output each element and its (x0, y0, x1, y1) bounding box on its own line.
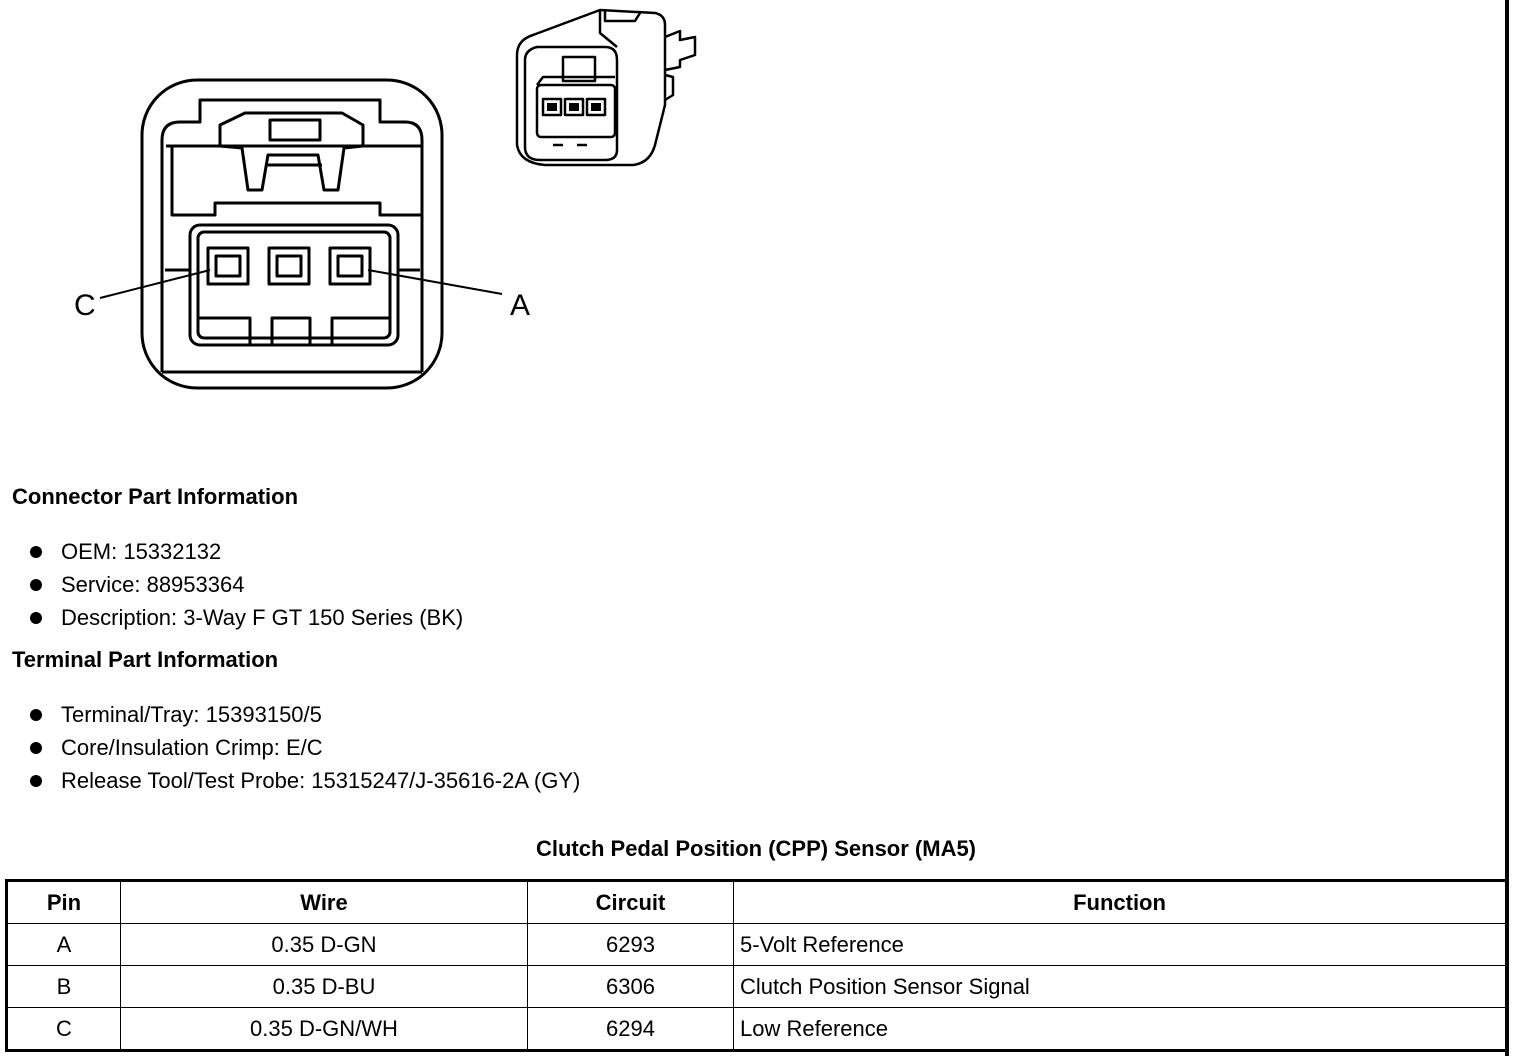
pin-a-callout: A (510, 289, 530, 322)
cell-function: 5-Volt Reference (733, 923, 1507, 966)
table-row: B 0.35 D-BU 6306 Clutch Position Sensor … (6, 965, 1507, 1008)
header-circuit: Circuit (527, 880, 734, 924)
list-item: Release Tool/Test Probe: 15315247/J-3561… (30, 764, 580, 797)
connector-face-diagram: C A (74, 78, 530, 390)
table-row: C 0.35 D-GN/WH 6294 Low Reference (6, 1007, 1507, 1051)
connector-info-list: OEM: 15332132 Service: 88953364 Descript… (30, 535, 463, 634)
cell-circuit: 6294 (527, 1007, 734, 1051)
cell-pin: C (6, 1007, 121, 1051)
pin-table: Pin Wire Circuit Function A 0.35 D-GN 62… (5, 879, 1508, 1052)
list-item: OEM: 15332132 (30, 535, 463, 568)
terminal-info-list: Terminal/Tray: 15393150/5 Core/Insulatio… (30, 698, 580, 797)
connector-isometric-diagram (515, 8, 697, 167)
page-border-right (1505, 0, 1509, 1056)
list-item: Terminal/Tray: 15393150/5 (30, 698, 580, 731)
table-row: A 0.35 D-GN 6293 5-Volt Reference (6, 923, 1507, 966)
pin-c-callout: C (74, 289, 96, 322)
cell-wire: 0.35 D-BU (120, 965, 528, 1008)
cell-pin: A (6, 923, 121, 966)
terminal-info-heading: Terminal Part Information (12, 647, 279, 672)
cell-circuit: 6293 (527, 923, 734, 966)
table-header-row: Pin Wire Circuit Function (6, 880, 1507, 924)
header-function: Function (733, 880, 1507, 924)
cell-circuit: 6306 (527, 965, 734, 1008)
list-item: Core/Insulation Crimp: E/C (30, 731, 580, 764)
cell-function: Low Reference (733, 1007, 1507, 1051)
list-item: Service: 88953364 (30, 568, 463, 601)
connector-info-heading: Connector Part Information (12, 484, 299, 509)
header-pin: Pin (6, 880, 121, 924)
header-wire: Wire (120, 880, 528, 924)
pin-table-title: Clutch Pedal Position (CPP) Sensor (MA5) (535, 836, 977, 861)
cell-pin: B (6, 965, 121, 1008)
cell-wire: 0.35 D-GN (120, 923, 528, 966)
cell-function: Clutch Position Sensor Signal (733, 965, 1507, 1008)
list-item: Description: 3-Way F GT 150 Series (BK) (30, 601, 463, 634)
cell-wire: 0.35 D-GN/WH (120, 1007, 528, 1051)
